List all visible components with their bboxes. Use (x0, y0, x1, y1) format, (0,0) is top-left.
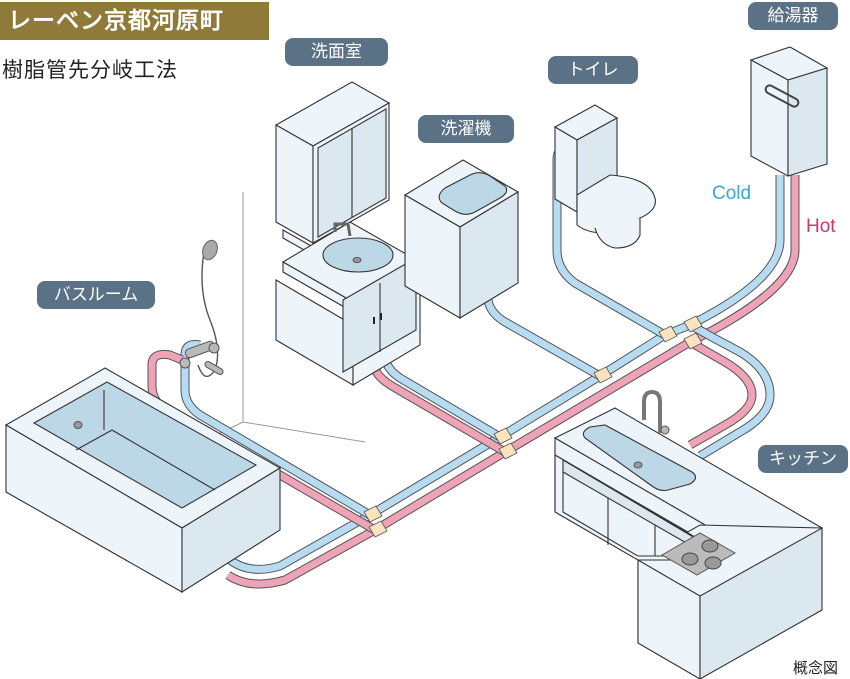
bathtub (4, 367, 282, 593)
conceptual-diagram-note: 概念図 (793, 659, 839, 677)
label-bathroom: バスルーム (37, 281, 155, 309)
washing-machine (403, 159, 520, 319)
label-washing-machine: 洗濯機 (418, 115, 514, 143)
legend-cold: Cold (712, 183, 752, 204)
toilet (553, 104, 656, 249)
label-washroom: 洗面室 (285, 38, 388, 66)
washroom-vanity (274, 81, 422, 386)
water-heater (749, 46, 829, 177)
label-water-heater: 給湯器 (748, 2, 838, 30)
kitchen-counter (553, 389, 824, 679)
shower (179, 239, 224, 378)
legend-hot: Hot (806, 216, 836, 237)
fittings (363, 315, 703, 538)
page-subtitle: 樹脂管先分岐工法 (2, 58, 178, 82)
label-kitchen: キッチン (758, 445, 848, 473)
label-toilet: トイレ (548, 56, 638, 84)
page-title: レーベン京都河原町 (0, 2, 269, 40)
